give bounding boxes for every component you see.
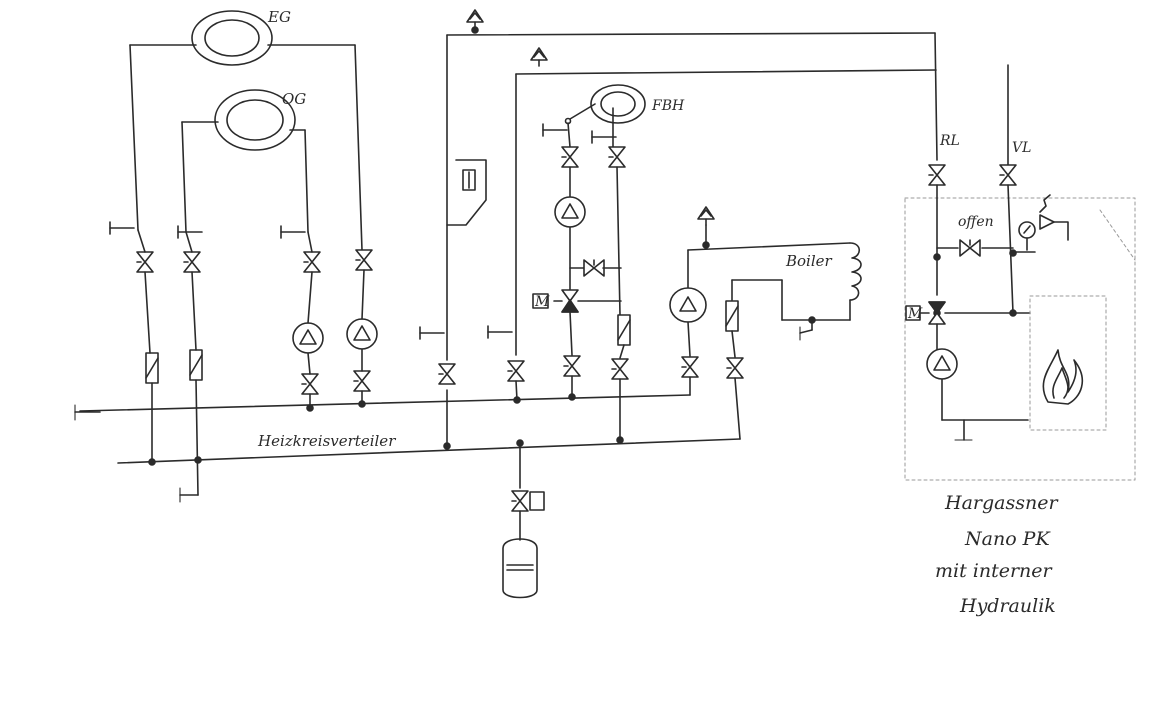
hargassner-unit: M <box>904 64 1136 481</box>
note-line-1: Hargassner <box>944 492 1059 514</box>
label-vl: VL <box>1012 140 1031 156</box>
main-supply-line <box>419 9 938 447</box>
junction-dots <box>148 26 1017 466</box>
label-og: OG <box>282 90 306 108</box>
circuit-eg <box>109 10 378 463</box>
heating-circuit-manifold <box>74 394 741 464</box>
label-eg: EG <box>267 8 291 26</box>
circuit-boiler <box>669 206 862 440</box>
circuit-fbh: M <box>487 47 937 441</box>
note-line-2: Nano PK <box>964 528 1051 550</box>
label-m-fbh: M <box>534 294 550 310</box>
label-m-unit: M <box>907 306 923 322</box>
expansion-vessel <box>502 442 545 599</box>
manifold-label: Heizkreisverteiler <box>257 432 396 450</box>
label-rl: RL <box>939 133 960 149</box>
label-fbh: FBH <box>651 98 685 114</box>
note-line-3: mit interner <box>935 560 1054 582</box>
circuit-og <box>177 89 324 503</box>
label-boiler: Boiler <box>785 252 833 270</box>
note-line-4: Hydraulik <box>959 595 1056 617</box>
label-offen: offen <box>958 214 994 230</box>
